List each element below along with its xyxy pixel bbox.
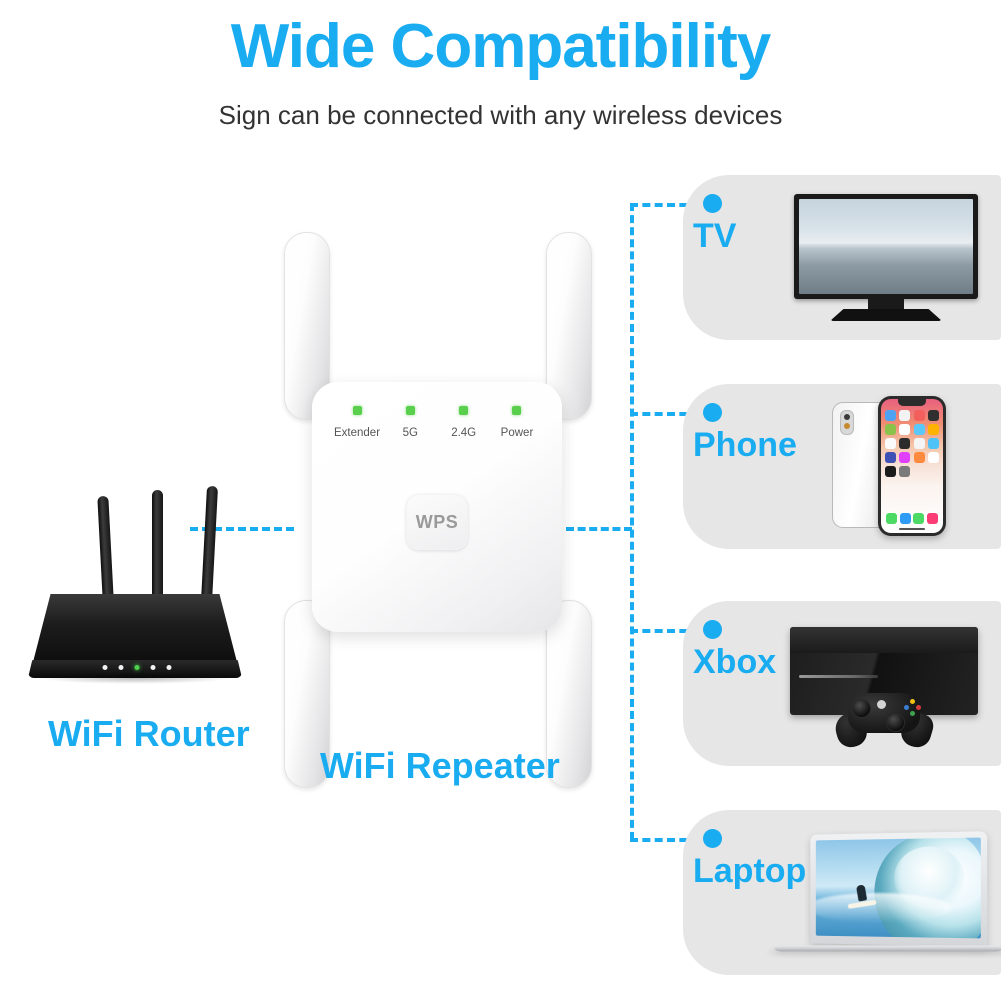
xbox-controller-icon: [831, 687, 937, 751]
router-shadow: [38, 672, 232, 684]
connector-trunk-vertical: [630, 203, 634, 840]
wifi-router-label: WiFi Router: [48, 713, 250, 754]
repeater-indicator-power: Power: [494, 406, 540, 439]
laptop-base: [773, 945, 1001, 952]
repeater-indicator-5g: 5G: [387, 406, 433, 439]
repeater-indicator-24g: 2.4G: [441, 406, 487, 439]
router-body: [32, 594, 238, 666]
router-led-strip: [102, 665, 172, 670]
controller-stick-left: [852, 699, 871, 718]
tv-stand: [830, 309, 942, 321]
xbox-disc-slot: [799, 675, 879, 678]
repeater-antenna-bottom-right: [546, 600, 592, 788]
wifi-repeater-icon: Extender 5G 2.4G Power WPS: [278, 232, 598, 802]
phone-app-music-icon: [926, 512, 938, 524]
wifi-router-icon: [28, 480, 242, 690]
phone-home-indicator: [899, 527, 925, 530]
router-antenna-1: [97, 495, 114, 601]
phone-dock: [885, 511, 939, 525]
phone-screen: [881, 399, 943, 533]
tv-bezel: [794, 194, 978, 299]
repeater-antenna-bottom-left: [284, 600, 330, 788]
phone-app-safari-icon: [899, 512, 911, 524]
connector-router-to-repeater: [190, 527, 294, 531]
wifi-repeater-label: WiFi Repeater: [320, 745, 560, 786]
led-5g-label: 5G: [402, 427, 418, 439]
tv-icon: [794, 194, 978, 324]
node-dot-tv: [703, 194, 722, 213]
led-power-icon: [512, 406, 522, 415]
repeater-indicator-row: Extender 5G 2.4G Power: [334, 406, 540, 439]
laptop-screen: [815, 837, 981, 939]
connector-branch-laptop: [630, 838, 712, 842]
connector-repeater-to-trunk: [566, 527, 632, 531]
device-card-xbox-label: Xbox: [693, 643, 777, 681]
controller-abxy-buttons: [904, 699, 922, 717]
connector-branch-phone: [630, 412, 712, 416]
led-24g-label: 2.4G: [451, 427, 477, 439]
laptop-icon: [773, 831, 1001, 963]
smartphone-icon: [832, 396, 950, 538]
device-card-phone-label: Phone: [693, 426, 797, 464]
device-card-laptop-label: Laptop: [693, 852, 807, 890]
page-subtitle: Sign can be connected with any wireless …: [218, 100, 783, 130]
node-dot-phone: [703, 403, 722, 422]
phone-front: [878, 396, 946, 536]
laptop-lid: [810, 831, 988, 947]
tv-screen: [799, 199, 973, 294]
phone-app-messages-icon: [913, 512, 925, 524]
led-extender-label: Extender: [334, 427, 381, 439]
router-antenna-2: [152, 490, 163, 600]
device-card-tv-label: TV: [693, 217, 737, 255]
connector-branch-xbox: [630, 629, 712, 633]
page-title: Wide Compatibility: [230, 12, 771, 81]
connector-branch-tv: [630, 203, 712, 207]
wps-button[interactable]: WPS: [406, 494, 468, 550]
led-24g-icon: [459, 406, 469, 415]
router-antenna-3: [200, 485, 219, 603]
wallpaper-surfer: [856, 884, 868, 902]
game-console-icon: [790, 627, 978, 755]
led-power-label: Power: [500, 427, 534, 439]
phone-app-phone-icon: [886, 512, 898, 524]
repeater-body: Extender 5G 2.4G Power WPS: [312, 382, 562, 632]
controller-guide-button: [877, 700, 886, 709]
xbox-console-body: [790, 627, 978, 715]
phone-notch: [898, 399, 926, 406]
led-5g-icon: [405, 406, 415, 415]
node-dot-laptop: [703, 829, 722, 848]
controller-stick-right: [886, 713, 905, 732]
repeater-antenna-top-left: [284, 232, 330, 420]
led-extender-icon: [352, 406, 362, 415]
xbox-console-top: [790, 627, 978, 653]
repeater-indicator-extender: Extender: [334, 406, 380, 439]
phone-camera-icon: [840, 410, 854, 435]
phone-app-grid: [885, 410, 939, 477]
node-dot-xbox: [703, 620, 722, 639]
